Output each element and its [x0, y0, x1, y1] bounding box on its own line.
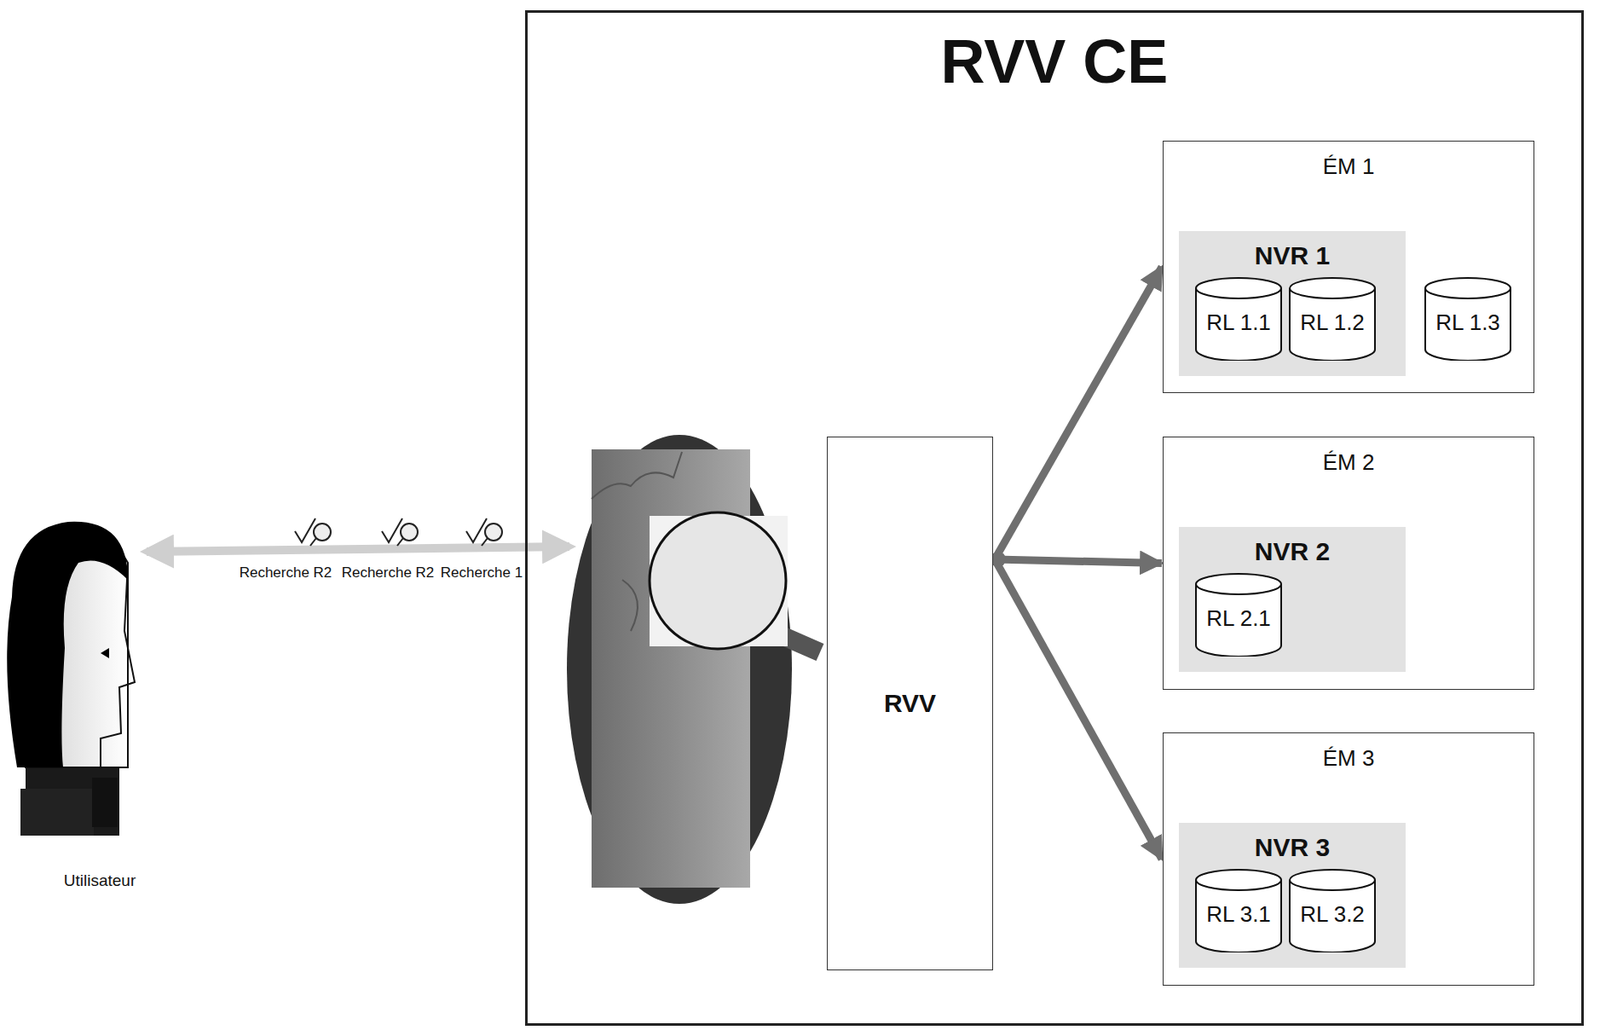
search-label: Recherche 1	[440, 564, 523, 582]
process-box: RVV	[826, 436, 994, 971]
connector-arrow	[994, 266, 1162, 560]
connector-arrow	[994, 559, 1162, 860]
database-label: RL 2.1	[1195, 572, 1283, 632]
network-label: NVR 3	[1178, 822, 1406, 862]
process-label: RVV	[883, 688, 936, 718]
network-label: NVR 2	[1178, 526, 1406, 567]
database-label: RL 1.2	[1288, 277, 1376, 336]
search-label: Recherche R2	[239, 564, 333, 582]
database-cylinder: RL 1.1	[1195, 277, 1283, 361]
member-state-box: ÉM 2 NVR 2 RL 2.1	[1162, 436, 1535, 690]
connector-arrow	[994, 559, 1162, 564]
network-group: NVR 3 RL 3.1RL 3.2	[1178, 822, 1406, 968]
member-state-box: ÉM 1 NVR 1 RL 1.1RL 1.2 RL 1.3	[1162, 140, 1535, 393]
database-label: RL 1.1	[1195, 277, 1283, 336]
member-state-label: ÉM 1	[1163, 141, 1534, 180]
network-group: NVR 2 RL 2.1	[1178, 526, 1406, 672]
database-cylinder: RL 2.1	[1195, 572, 1283, 657]
network-label: NVR 1	[1178, 231, 1406, 271]
member-state-label: ÉM 3	[1163, 733, 1534, 772]
database-cylinder: RL 1.3	[1424, 277, 1512, 361]
system-boundary: RVV CE RVV ÉM 1 NVR 1 RL 1.1RL 1.2 RL 1.3 ÉM 2…	[525, 10, 1584, 1026]
system-title: RVV CE	[527, 12, 1582, 96]
user-label: Utilisateur	[63, 871, 136, 890]
search-arrow	[146, 546, 570, 552]
database-label: RL 3.2	[1288, 868, 1376, 928]
search-label: Recherche R2	[341, 564, 435, 582]
member-state-label: ÉM 2	[1163, 437, 1534, 476]
member-state-box: ÉM 3 NVR 3 RL 3.1RL 3.2	[1162, 732, 1535, 986]
search-icons	[294, 518, 503, 546]
database-label: RL 3.1	[1195, 868, 1283, 928]
database-cylinder: RL 3.1	[1195, 868, 1283, 953]
network-group: NVR 1 RL 1.1RL 1.2	[1178, 231, 1406, 376]
user-figure	[6, 521, 135, 836]
search-engine-globe	[566, 434, 821, 904]
database-label: RL 1.3	[1424, 277, 1512, 336]
database-cylinder: RL 1.2	[1288, 277, 1376, 361]
database-cylinder: RL 3.2	[1288, 868, 1376, 953]
